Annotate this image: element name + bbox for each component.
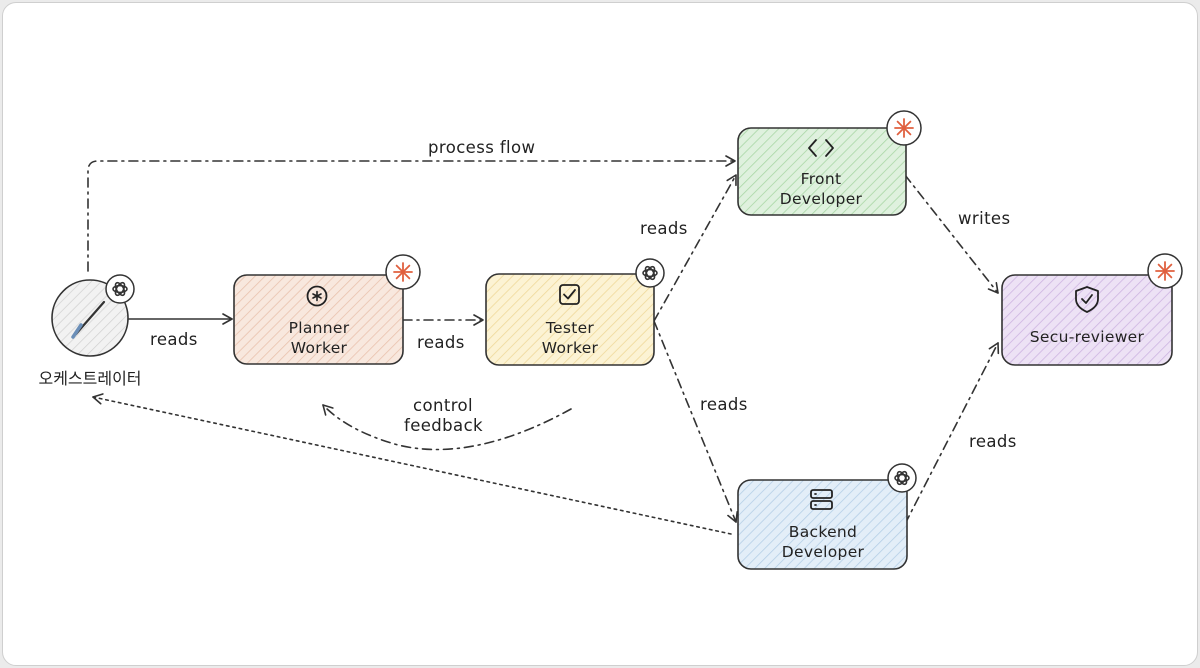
- edge-labels: process flow reads reads reads reads wri…: [150, 138, 1017, 451]
- tester-worker-node[interactable]: Tester Worker: [485, 258, 665, 366]
- openai-icon: [635, 258, 665, 288]
- label-feedback: feedback: [404, 416, 483, 435]
- shield-check-icon: [1075, 286, 1099, 313]
- orchestrator-node[interactable]: 오케스트레이터: [38, 274, 142, 388]
- claude-icon: [385, 254, 421, 290]
- planner-worker-node[interactable]: Planner Worker: [233, 254, 421, 365]
- secu-box: [1001, 274, 1173, 366]
- tester-label-line1: Tester: [545, 319, 595, 337]
- tester-box: [485, 273, 655, 366]
- label-tester-front-reads: reads: [640, 219, 688, 238]
- claude-icon: [1147, 253, 1183, 289]
- backend-box: [737, 479, 908, 570]
- front-developer-node[interactable]: Front Developer: [737, 110, 922, 216]
- backend-label-line1: Backend: [789, 523, 857, 541]
- code-brackets-icon: [808, 139, 834, 157]
- openai-icon: [887, 463, 917, 493]
- edge-control-feedback: [322, 404, 572, 451]
- front-box: [737, 127, 907, 216]
- front-label-line2: Developer: [780, 190, 863, 208]
- label-backend-reads: reads: [969, 432, 1017, 451]
- label-planner-reads: reads: [417, 333, 465, 352]
- backend-label-line2: Developer: [782, 543, 865, 561]
- tester-label-line2: Worker: [542, 339, 599, 357]
- edge-tester-to-backend: [653, 320, 739, 523]
- planner-label-line2: Worker: [291, 339, 348, 357]
- agent-flow-diagram: process flow reads reads reads reads wri…: [38, 110, 1183, 570]
- planner-label-line1: Planner: [289, 319, 350, 337]
- backend-developer-node[interactable]: Backend Developer: [737, 463, 917, 570]
- front-label-line1: Front: [801, 170, 842, 188]
- edge-front-to-secu: [904, 174, 999, 294]
- secu-label: Secu-reviewer: [1030, 328, 1145, 346]
- paintbrush-icon: [71, 300, 106, 339]
- edge-backend-to-secu: [904, 342, 1000, 525]
- label-writes: writes: [958, 209, 1010, 228]
- edge-backend-to-orchestrator: [92, 393, 732, 535]
- label-orch-reads: reads: [150, 330, 198, 349]
- label-tester-backend-reads: reads: [700, 395, 748, 414]
- orchestrator-label: 오케스트레이터: [38, 369, 141, 388]
- asterisk-icon: [306, 285, 328, 307]
- edges: [87, 155, 1000, 535]
- edge-tester-to-front: [653, 174, 737, 322]
- edge-process-flow: [87, 155, 736, 272]
- label-process-flow: process flow: [428, 138, 535, 157]
- server-icon: [810, 489, 833, 510]
- secu-reviewer-node[interactable]: Secu-reviewer: [1001, 253, 1183, 366]
- claude-icon: [886, 110, 922, 146]
- checkbox-icon: [559, 284, 580, 305]
- planner-box: [233, 274, 404, 365]
- openai-icon: [105, 274, 135, 304]
- label-control: control: [413, 396, 473, 415]
